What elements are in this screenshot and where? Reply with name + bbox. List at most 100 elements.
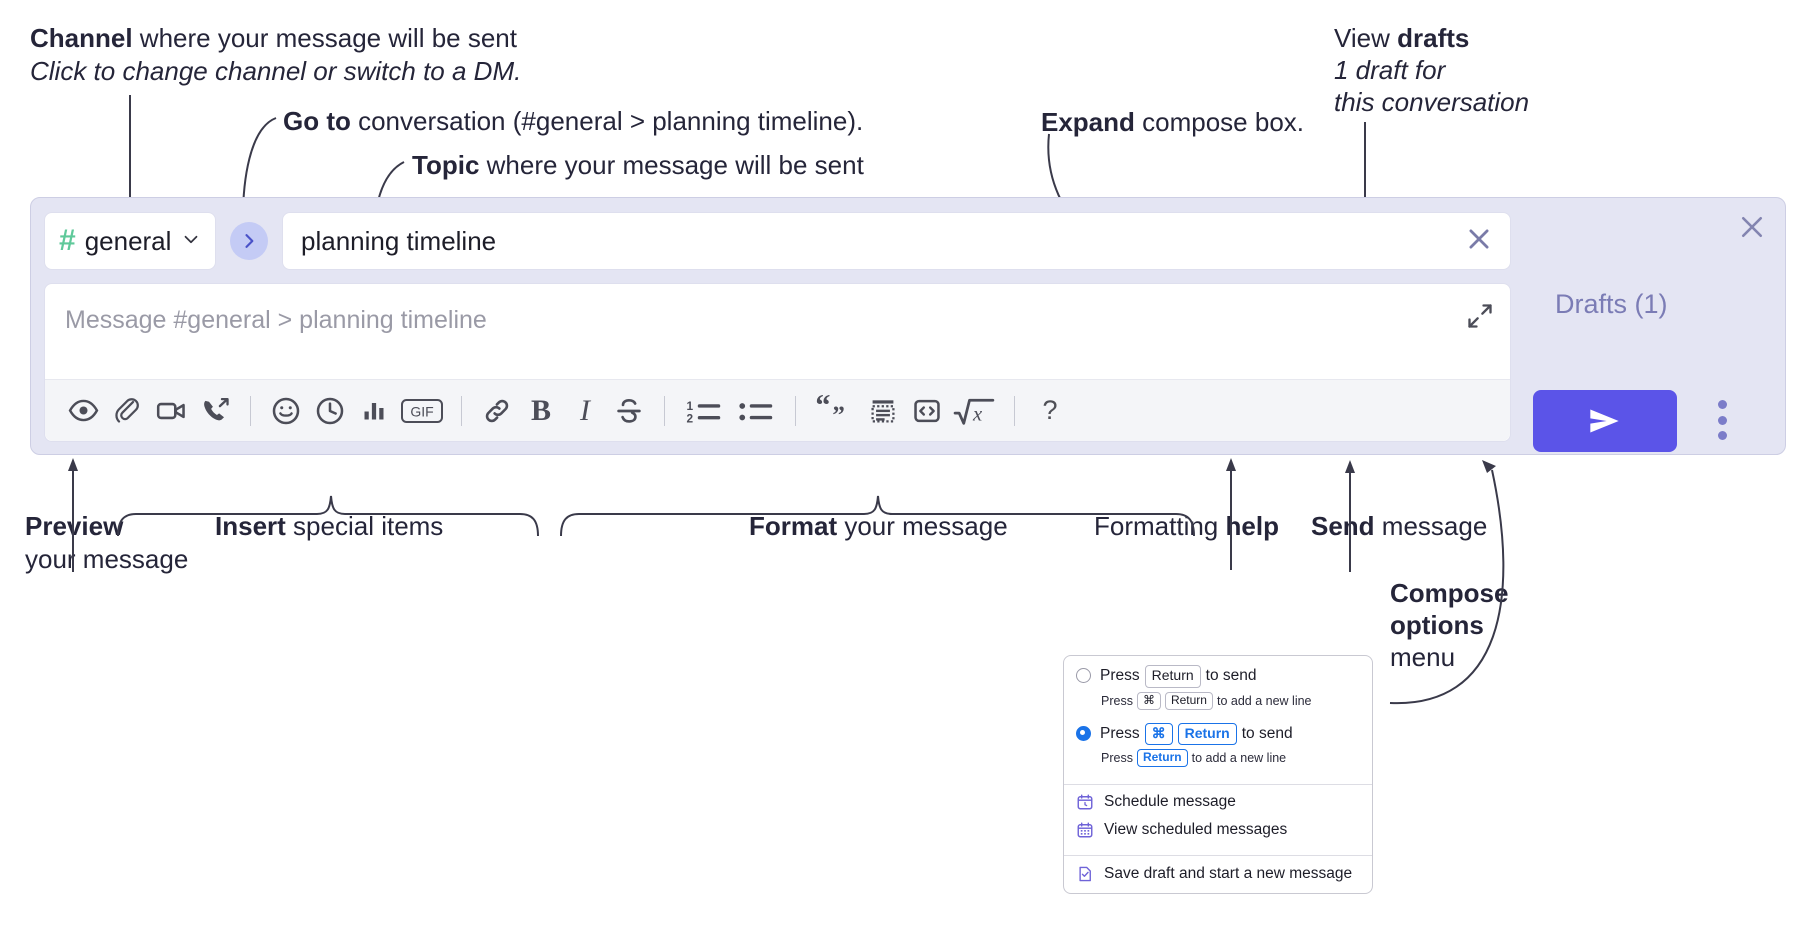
send-option-cmd-return[interactable]: Press ⌘ Return to send Press Return to a… xyxy=(1064,714,1372,777)
annotation-compose-line3: menu xyxy=(1390,642,1456,672)
annotation-compose-options-l2: options xyxy=(1390,609,1484,642)
drafts-link[interactable]: Drafts (1) xyxy=(1555,289,1668,319)
expand-diagonal-icon xyxy=(1468,304,1492,328)
close-compose-button[interactable] xyxy=(1737,212,1767,247)
message-editor: Message #general > planning timeline xyxy=(44,283,1511,442)
svg-text:1: 1 xyxy=(687,398,694,412)
poll-button[interactable] xyxy=(352,389,396,433)
key-return-sub-2: Return xyxy=(1136,749,1188,767)
toolbar-separator-5 xyxy=(1014,395,1015,426)
phone-forward-icon xyxy=(203,397,229,421)
goto-conversation-button[interactable] xyxy=(230,222,268,260)
reminder-button[interactable] xyxy=(308,389,352,433)
annotation-formatting-help: Formatting help xyxy=(1094,510,1279,543)
compose-panel: Drafts (1) # general xyxy=(30,197,1786,455)
bold-icon: B xyxy=(530,393,551,427)
radio-return[interactable] xyxy=(1076,668,1091,683)
annotation-drafts-l1: 1 draft for xyxy=(1334,54,1445,87)
chevron-down-icon xyxy=(180,228,202,255)
key-return-sub: Return xyxy=(1164,691,1213,710)
help-icon: ? xyxy=(1042,395,1058,425)
annotation-send-rest: message xyxy=(1374,511,1488,541)
strikethrough-button[interactable] xyxy=(607,389,651,433)
send-option-return-main: Press Return to send xyxy=(1100,665,1312,688)
annotation-preview-l2: your message xyxy=(25,543,188,576)
menu-item-save-draft-label: Save draft and start a new message xyxy=(1104,865,1353,882)
send-button[interactable] xyxy=(1533,390,1677,452)
send-option-cmd-body: Press ⌘ Return to send Press Return to a… xyxy=(1100,722,1293,767)
menu-item-schedule-label: Schedule message xyxy=(1104,793,1236,810)
gif-button[interactable]: GIF xyxy=(396,389,448,433)
italic-button[interactable]: I xyxy=(563,389,607,433)
ordered-list-icon: 1 2 xyxy=(687,398,721,425)
compose-options-button[interactable] xyxy=(1709,396,1735,444)
annotation-preview: Preview xyxy=(25,510,123,543)
blockquote-button[interactable]: “ ” xyxy=(809,389,861,433)
chevron-right-icon xyxy=(245,234,254,248)
annotation-drafts: View drafts xyxy=(1334,22,1469,55)
annotation-topic-rest: where your message will be sent xyxy=(479,150,864,180)
annotation-expand-rest: compose box. xyxy=(1134,107,1305,137)
annotation-drafts-italic2: this conversation xyxy=(1334,87,1530,117)
toolbar-separator-4 xyxy=(795,395,796,426)
channel-selector[interactable]: # general xyxy=(44,212,216,270)
send-option-cmd-sub: Press Return to add a new line xyxy=(1100,749,1293,767)
math-icon: x xyxy=(953,398,995,425)
newline-label: to add a new line xyxy=(1216,693,1312,708)
video-clip-button[interactable] xyxy=(149,389,193,433)
annotation-expand-bold: Expand xyxy=(1041,107,1135,137)
attach-file-button[interactable] xyxy=(105,389,149,433)
annotation-drafts-italic1: 1 draft for xyxy=(1334,55,1446,85)
message-input[interactable]: Message #general > planning timeline xyxy=(45,284,1510,379)
close-icon xyxy=(1741,216,1763,238)
code-button[interactable] xyxy=(905,389,949,433)
send-option-return[interactable]: Press Return to send Press ⌘ Return to a… xyxy=(1064,656,1372,714)
emoji-button[interactable] xyxy=(264,389,308,433)
annotation-goto-bold: Go to xyxy=(283,106,351,136)
key-return: Return xyxy=(1144,665,1201,688)
expand-compose-button[interactable] xyxy=(1466,302,1494,335)
annotation-goto-rest: conversation (#general > planning timeli… xyxy=(350,106,864,136)
code-block-button[interactable] xyxy=(861,389,905,433)
menu-divider-1 xyxy=(1064,784,1372,785)
send-option-return-body: Press Return to send Press ⌘ Return to a… xyxy=(1100,665,1312,710)
annotation-send: Send message xyxy=(1311,510,1487,543)
radio-cmd-return[interactable] xyxy=(1076,725,1091,741)
calendar-clock-icon xyxy=(1077,794,1093,810)
annotation-channel-rest: where your message will be sent xyxy=(132,23,517,53)
blockquote-icon: “ ” xyxy=(815,395,845,427)
dot-2 xyxy=(1717,415,1727,425)
menu-item-schedule-message[interactable]: Schedule message xyxy=(1064,785,1372,819)
ordered-list-button[interactable]: 1 2 xyxy=(678,389,730,433)
math-button[interactable]: x xyxy=(949,389,1001,433)
menu-item-save-draft[interactable]: Save draft and start a new message xyxy=(1064,856,1372,893)
code-icon xyxy=(914,399,940,422)
message-placeholder: Message #general > planning timeline xyxy=(65,306,487,334)
key-return-2: Return xyxy=(1177,722,1237,745)
dot-3 xyxy=(1717,431,1727,440)
three-dots-vertical-icon xyxy=(1717,400,1727,409)
annotation-drafts-l2: this conversation xyxy=(1334,86,1529,119)
emoji-icon xyxy=(272,397,300,424)
clock-icon xyxy=(316,397,344,424)
preview-button[interactable] xyxy=(61,389,105,433)
bullet-list-button[interactable] xyxy=(730,389,782,433)
annotation-drafts-prefix: View xyxy=(1334,23,1398,53)
audio-clip-button[interactable] xyxy=(193,389,237,433)
annotation-format-rest: your message xyxy=(837,511,1008,541)
menu-divider-2 xyxy=(1064,855,1372,856)
formatting-help-button[interactable]: ? xyxy=(1028,389,1072,433)
compose-inner: # general planning timeline xyxy=(44,210,1511,442)
svg-text:2: 2 xyxy=(687,411,694,425)
menu-item-view-scheduled[interactable]: View scheduled messages xyxy=(1064,819,1372,847)
menu-item-view-scheduled-label: View scheduled messages xyxy=(1104,821,1288,838)
link-button[interactable] xyxy=(475,389,519,433)
send-option-cmd-main: Press ⌘ Return to send xyxy=(1100,722,1293,745)
newline-label-2: to add a new line xyxy=(1191,751,1287,765)
topic-input[interactable]: planning timeline xyxy=(282,212,1511,270)
toolbar-separator-1 xyxy=(250,395,251,426)
document-check-icon xyxy=(1079,866,1091,882)
annotation-topic-bold: Topic xyxy=(412,150,480,180)
bold-button[interactable]: B xyxy=(519,389,563,433)
clear-topic-button[interactable] xyxy=(1464,224,1494,259)
